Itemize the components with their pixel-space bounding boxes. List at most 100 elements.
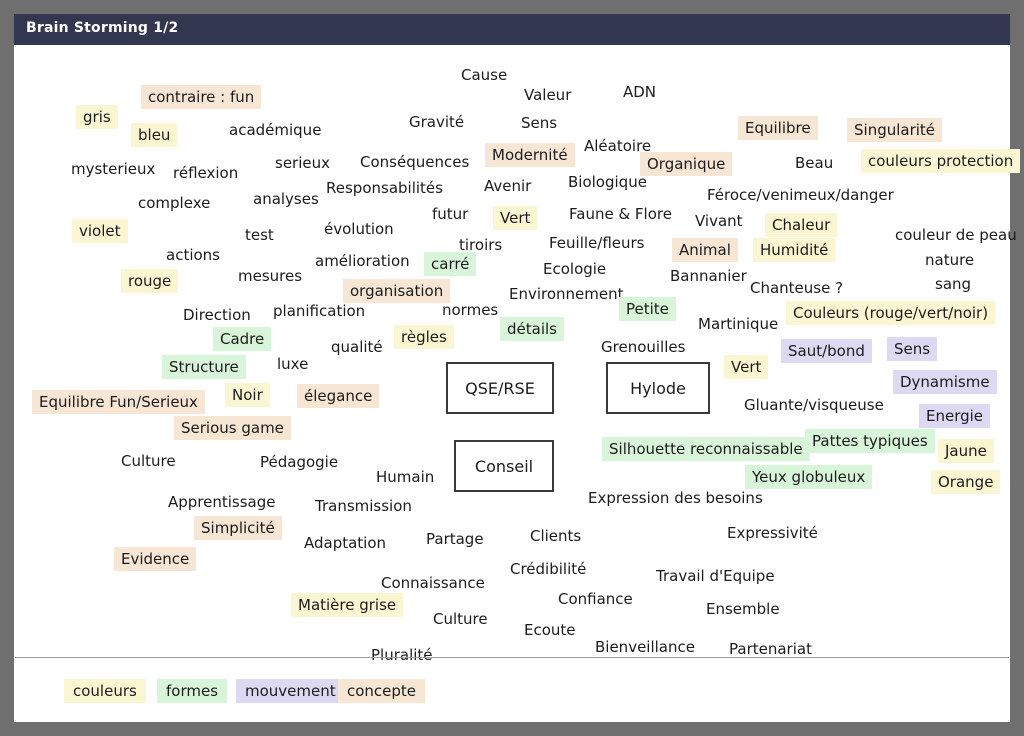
keyword-chip[interactable]: Responsabilités bbox=[326, 179, 443, 197]
keyword-chip[interactable]: Vert bbox=[493, 206, 538, 230]
keyword-chip[interactable]: gris bbox=[76, 105, 118, 129]
keyword-chip[interactable]: Equilibre bbox=[738, 116, 818, 140]
legend-item-formes[interactable]: formes bbox=[157, 679, 228, 703]
keyword-chip[interactable]: Cadre bbox=[213, 327, 272, 351]
keyword-chip[interactable]: organisation bbox=[343, 279, 451, 303]
keyword-chip[interactable]: Dynamisme bbox=[893, 370, 997, 394]
keyword-chip[interactable]: bleu bbox=[131, 123, 178, 147]
keyword-chip[interactable]: Environnement bbox=[509, 285, 624, 303]
keyword-chip[interactable]: ADN bbox=[623, 83, 657, 101]
keyword-chip[interactable]: complexe bbox=[138, 194, 211, 212]
keyword-chip[interactable]: Organique bbox=[640, 152, 733, 176]
keyword-chip[interactable]: Jaune bbox=[938, 439, 994, 463]
keyword-chip[interactable]: Saut/bond bbox=[781, 339, 872, 363]
keyword-chip[interactable]: Humain bbox=[376, 468, 435, 486]
keyword-chip[interactable]: Connaissance bbox=[381, 574, 485, 592]
keyword-chip[interactable]: Pédagogie bbox=[260, 453, 339, 471]
keyword-chip[interactable]: Aléatoire bbox=[584, 137, 652, 155]
keyword-chip[interactable]: violet bbox=[72, 219, 128, 243]
keyword-chip[interactable]: planification bbox=[273, 302, 366, 320]
legend-item-couleurs[interactable]: couleurs bbox=[64, 679, 146, 703]
keyword-chip[interactable]: nature bbox=[925, 251, 975, 269]
keyword-chip[interactable]: mesures bbox=[238, 267, 303, 285]
keyword-chip[interactable]: contraire : fun bbox=[141, 85, 262, 109]
keyword-chip[interactable]: Pluralité bbox=[371, 646, 433, 664]
keyword-chip[interactable]: Bienveillance bbox=[595, 638, 695, 656]
keyword-chip[interactable]: Grenouilles bbox=[601, 338, 686, 356]
keyword-chip[interactable]: Ecologie bbox=[543, 260, 607, 278]
keyword-chip[interactable]: amélioration bbox=[315, 252, 410, 270]
keyword-chip[interactable]: Chanteuse ? bbox=[750, 279, 844, 297]
keyword-chip[interactable]: Expression des besoins bbox=[588, 489, 763, 507]
keyword-chip[interactable]: Vert bbox=[724, 355, 769, 379]
keyword-chip[interactable]: Ensemble bbox=[706, 600, 780, 618]
keyword-chip[interactable]: réflexion bbox=[173, 164, 239, 182]
keyword-chip[interactable]: carré bbox=[424, 252, 477, 276]
keyword-chip[interactable]: Evidence bbox=[114, 547, 197, 571]
keyword-chip[interactable]: Cause bbox=[461, 66, 508, 84]
keyword-chip[interactable]: Clients bbox=[530, 527, 582, 545]
keyword-chip[interactable]: Beau bbox=[795, 154, 834, 172]
keyword-chip[interactable]: test bbox=[245, 226, 274, 244]
keyword-chip[interactable]: normes bbox=[442, 301, 499, 319]
keyword-chip[interactable]: Adaptation bbox=[304, 534, 387, 552]
keyword-chip[interactable]: Singularité bbox=[847, 118, 943, 142]
keyword-chip[interactable]: détails bbox=[500, 317, 564, 341]
keyword-chip[interactable]: Biologique bbox=[568, 173, 647, 191]
keyword-chip[interactable]: Valeur bbox=[524, 86, 572, 104]
keyword-chip[interactable]: analyses bbox=[253, 190, 319, 208]
keyword-chip[interactable]: Noir bbox=[225, 383, 270, 407]
keyword-chip[interactable]: règles bbox=[394, 325, 454, 349]
keyword-chip[interactable]: luxe bbox=[277, 355, 309, 373]
keyword-chip[interactable]: Equilibre Fun/Serieux bbox=[32, 390, 205, 414]
keyword-chip[interactable]: Animal bbox=[672, 238, 738, 262]
keyword-chip[interactable]: Yeux globuleux bbox=[745, 465, 873, 489]
keyword-chip[interactable]: Faune & Flore bbox=[569, 205, 672, 223]
keyword-chip[interactable]: Structure bbox=[162, 355, 246, 379]
keyword-chip[interactable]: Simplicité bbox=[194, 516, 282, 540]
keyword-chip[interactable]: Transmission bbox=[315, 497, 412, 515]
keyword-chip[interactable]: qualité bbox=[331, 338, 383, 356]
keyword-chip[interactable]: Orange bbox=[931, 470, 1001, 494]
concept-box[interactable]: Conseil bbox=[454, 440, 554, 492]
keyword-chip[interactable]: Travail d'Equipe bbox=[656, 567, 775, 585]
keyword-chip[interactable]: mysterieux bbox=[71, 160, 156, 178]
keyword-chip[interactable]: Direction bbox=[183, 306, 251, 324]
keyword-chip[interactable]: tiroirs bbox=[459, 236, 503, 254]
keyword-chip[interactable]: Petite bbox=[619, 297, 676, 321]
keyword-chip[interactable]: Gravité bbox=[409, 113, 465, 131]
keyword-chip[interactable]: Ecoute bbox=[524, 621, 576, 639]
keyword-chip[interactable]: Apprentissage bbox=[168, 493, 276, 511]
keyword-chip[interactable]: Culture bbox=[433, 610, 488, 628]
keyword-chip[interactable]: serieux bbox=[275, 154, 330, 172]
keyword-chip[interactable]: Avenir bbox=[484, 177, 532, 195]
keyword-chip[interactable]: Partenariat bbox=[729, 640, 812, 658]
keyword-chip[interactable]: actions bbox=[166, 246, 220, 264]
keyword-chip[interactable]: couleur de peau bbox=[895, 226, 1017, 244]
keyword-chip[interactable]: Sens bbox=[521, 114, 558, 132]
concept-box[interactable]: QSE/RSE bbox=[446, 362, 554, 414]
keyword-chip[interactable]: Couleurs (rouge/vert/noir) bbox=[786, 301, 996, 325]
keyword-chip[interactable]: sang bbox=[935, 275, 972, 293]
keyword-chip[interactable]: couleurs protection bbox=[861, 149, 1021, 173]
keyword-chip[interactable]: évolution bbox=[324, 220, 394, 238]
keyword-chip[interactable]: Confiance bbox=[558, 590, 633, 608]
keyword-chip[interactable]: Silhouette reconnaissable bbox=[602, 437, 810, 461]
keyword-chip[interactable]: Crédibilité bbox=[510, 560, 587, 578]
keyword-chip[interactable]: élegance bbox=[297, 384, 380, 408]
keyword-chip[interactable]: Pattes typiques bbox=[805, 429, 935, 453]
keyword-chip[interactable]: Gluante/visqueuse bbox=[744, 396, 884, 414]
keyword-chip[interactable]: Energie bbox=[919, 404, 991, 428]
keyword-chip[interactable]: Matière grise bbox=[291, 593, 404, 617]
legend-item-mouvement[interactable]: mouvement bbox=[236, 679, 345, 703]
keyword-chip[interactable]: Modernité bbox=[485, 143, 575, 167]
keyword-chip[interactable]: rouge bbox=[121, 269, 179, 293]
keyword-chip[interactable]: Chaleur bbox=[765, 213, 838, 237]
keyword-chip[interactable]: Bannanier bbox=[670, 267, 747, 285]
keyword-chip[interactable]: Partage bbox=[426, 530, 484, 548]
keyword-chip[interactable]: futur bbox=[432, 205, 469, 223]
keyword-chip[interactable]: Conséquences bbox=[360, 153, 470, 171]
keyword-chip[interactable]: Feuille/fleurs bbox=[549, 234, 645, 252]
legend-item-concepte[interactable]: concepte bbox=[338, 679, 426, 703]
keyword-chip[interactable]: Serious game bbox=[174, 416, 291, 440]
